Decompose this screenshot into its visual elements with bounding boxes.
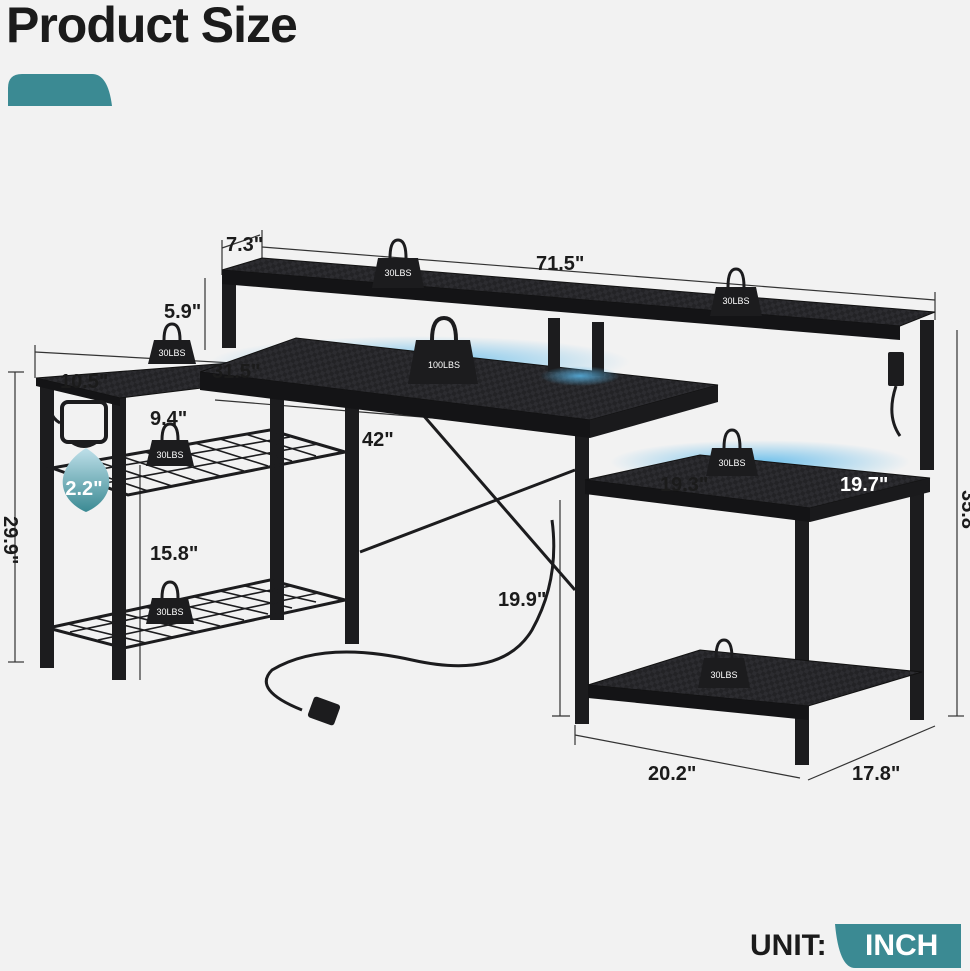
svg-text:30LBS: 30LBS xyxy=(156,607,183,617)
dim-side-width: 19.3" xyxy=(660,474,708,496)
dim-hutch-length: 71.5" xyxy=(536,253,584,275)
weight-desk-center: 100LBS xyxy=(408,315,478,384)
side-desk xyxy=(584,440,931,720)
power-cord xyxy=(264,519,556,712)
power-plug xyxy=(307,696,341,726)
dim-side-height: 19.9" xyxy=(498,589,546,611)
desk-frame xyxy=(359,399,924,765)
dim-desk-width: 42" xyxy=(362,429,394,451)
unit-label: UNIT: xyxy=(750,929,827,962)
svg-text:30LBS: 30LBS xyxy=(156,450,183,460)
weight-left-top: 30LBS xyxy=(148,322,196,364)
weight-hutch-right: 30LBS xyxy=(710,267,762,316)
dim-desk-length: 31.5" xyxy=(212,361,260,383)
unit-pill-shape xyxy=(834,924,961,968)
weight-hutch-left: 30LBS xyxy=(372,238,424,288)
dim-hutch-depth: 7.3" xyxy=(226,234,263,256)
title-accent-shape xyxy=(8,74,112,106)
svg-text:30LBS: 30LBS xyxy=(158,348,185,358)
dim-side-depth: 19.7" xyxy=(840,474,888,496)
weight-side-bottom: 30LBS xyxy=(698,638,750,688)
cup-holder-callout: 2.2" xyxy=(62,448,110,512)
svg-text:30LBS: 30LBS xyxy=(722,296,749,306)
weight-left-shelf-2: 30LBS xyxy=(146,580,194,624)
dim-base-depth: 17.8" xyxy=(852,763,900,785)
page-title: Product Size xyxy=(6,0,298,53)
dim-base-width: 20.2" xyxy=(648,763,696,785)
dim-total-height-left: 29.9" xyxy=(0,516,21,564)
dim-total-height-right: 35.8" xyxy=(957,490,970,538)
weight-side-top: 30LBS xyxy=(706,428,758,476)
svg-text:30LBS: 30LBS xyxy=(718,458,745,468)
unit-value: INCH xyxy=(864,929,939,962)
dim-shelf-depth: 10.5" xyxy=(60,371,108,393)
dim-shelf-spacing-bottom: 15.8" xyxy=(150,543,198,565)
unit-pill: INCH xyxy=(834,924,961,968)
svg-text:30LBS: 30LBS xyxy=(710,670,737,680)
weight-left-shelf-1: 30LBS xyxy=(146,422,194,466)
dim-shelf-spacing-top: 9.4" xyxy=(150,408,187,430)
dim-hutch-height: 5.9" xyxy=(164,301,201,323)
svg-text:100LBS: 100LBS xyxy=(428,360,460,370)
unit-indicator: UNIT: INCH xyxy=(750,922,961,970)
svg-text:2.2": 2.2" xyxy=(65,478,102,500)
svg-text:30LBS: 30LBS xyxy=(384,268,411,278)
